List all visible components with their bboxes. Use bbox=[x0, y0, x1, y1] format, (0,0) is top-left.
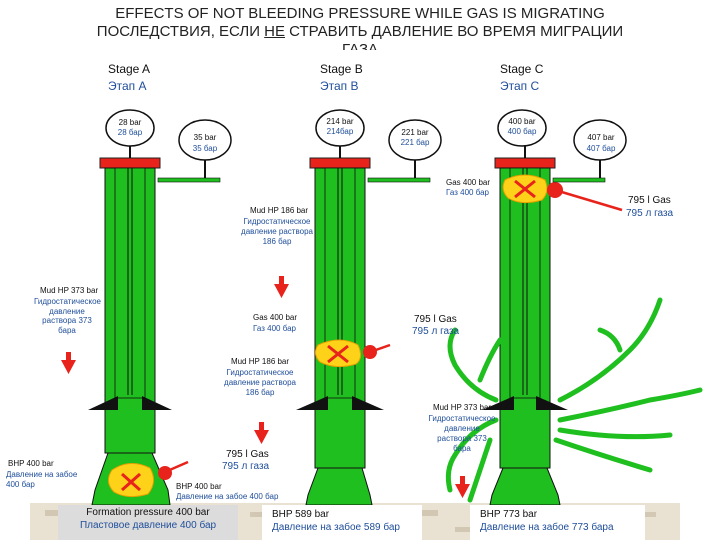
formation-pressure: Formation pressure 400 bar bbox=[86, 507, 210, 518]
stage-c-gauge2-en: 407 bar bbox=[587, 133, 615, 142]
stage-a-mud-hp-ru: Гидростатическое давление раствора 373 б… bbox=[34, 297, 102, 335]
stage-b-gauge2-en: 221 bar bbox=[401, 128, 429, 137]
stage-c-bottom: BHP 773 bar bbox=[480, 509, 538, 520]
stage-b-gas: 795 l Gas bbox=[414, 314, 457, 325]
stage-b-mud-top-ru: Гидростатическое давление раствора 186 б… bbox=[241, 217, 313, 246]
stage-b-mud-bottom-ru: Гидростатическое давление раствора 186 б… bbox=[224, 368, 296, 397]
stage-c-gauge2-ru: 407 бар bbox=[586, 144, 616, 153]
stage-c-bottom-ru: Давление на забое 773 бара bbox=[480, 522, 614, 533]
stage-c-gas-pressure-ru: Газ 400 бар bbox=[446, 188, 489, 197]
title-ru-post: СТРАВИТЬ ДАВЛЕНИЕ ВО ВРЕМЯ МИГРАЦИИ bbox=[285, 23, 624, 40]
stage-a-gas: 795 l Gas bbox=[226, 449, 269, 460]
stage-c-gas-pressure: Gas 400 bar bbox=[446, 178, 491, 187]
stage-c-gas: 795 l Gas bbox=[628, 195, 671, 206]
title-ru-pre: ПОСЛЕДСТВИЯ, ЕСЛИ bbox=[96, 23, 265, 40]
stage-c-gas-ru: 795 л газа bbox=[626, 208, 674, 219]
stage-b-gas-ru: 795 л газа bbox=[412, 326, 460, 337]
stage-a-gauge1-en: 28 bar bbox=[118, 118, 142, 127]
well-b bbox=[254, 109, 442, 506]
stage-a-bhp: BHP 400 bar bbox=[8, 459, 54, 468]
well-c bbox=[445, 109, 703, 506]
title-ru-ne: НЕ bbox=[264, 23, 286, 40]
stage-c-mud-hp: Mud HP 373 bar bbox=[432, 403, 492, 412]
stage-a-mud-hp: Mud HP 373 bar bbox=[40, 286, 99, 295]
stage-c-mud-hp-ru: Гидростатическое давление раствора 373 б… bbox=[428, 414, 496, 453]
bottom-box-c bbox=[470, 505, 645, 540]
stage-b-bhp: BHP 400 bar bbox=[176, 482, 222, 491]
stage-a-gauge2-en: 35 bar bbox=[193, 133, 217, 142]
stage-b-mud-top: Mud HP 186 bar bbox=[249, 206, 309, 215]
stage-b-bottom-ru: Давление на забое 589 бар bbox=[272, 522, 400, 533]
stage-a-gauge2-ru: 35 бар bbox=[192, 144, 218, 153]
stage-c-label: Stage C bbox=[500, 62, 544, 76]
stage-a-label: Stage A bbox=[108, 62, 151, 76]
stage-b-bottom: BHP 589 bar bbox=[272, 509, 330, 520]
stage-c-gauge1-en: 400 bar bbox=[508, 117, 536, 126]
stage-c-label-ru: Этап С bbox=[500, 79, 540, 93]
stage-c-gauge1-ru: 400 бар bbox=[507, 127, 537, 136]
title-ru-line2: ГАЗА bbox=[0, 42, 720, 50]
stage-b-bhp-ru: Давление на забое 400 бар bbox=[176, 492, 279, 501]
stage-a-gas-ru: 795 л газа bbox=[222, 461, 270, 472]
stage-b-mud-bottom: Mud HP 186 bar bbox=[230, 357, 290, 366]
stage-a-gauge1-ru: 28 бар bbox=[117, 128, 143, 137]
bottom-box-b bbox=[262, 505, 422, 540]
formation-pressure-ru: Пластовое давление 400 бар bbox=[79, 520, 217, 531]
stage-a-bhp-ru: Давление на забое 400 бар bbox=[6, 470, 78, 490]
formation-box bbox=[58, 505, 238, 540]
stage-b-gas-pressure-ru: Газ 400 бар bbox=[253, 324, 296, 333]
stage-b-gas-pressure: Gas 400 bar bbox=[253, 313, 298, 322]
stage-b-label: Stage B bbox=[320, 62, 363, 76]
title-en: EFFECTS OF NOT BLEEDING PRESSURE WHILE G… bbox=[115, 5, 605, 22]
stage-b-gauge2-ru: 221 бар bbox=[400, 138, 430, 147]
stage-b-gauge1-ru: 214бар bbox=[326, 127, 354, 136]
stage-b-gauge1-en: 214 bar bbox=[326, 117, 354, 126]
stage-a-label-ru: Этап А bbox=[108, 79, 147, 93]
stage-b-label-ru: Этап В bbox=[320, 79, 359, 93]
title-ru: ПОСЛЕДСТВИЯ, ЕСЛИ НЕ СТРАВИТЬ ДАВЛЕНИЕ В… bbox=[0, 24, 720, 40]
